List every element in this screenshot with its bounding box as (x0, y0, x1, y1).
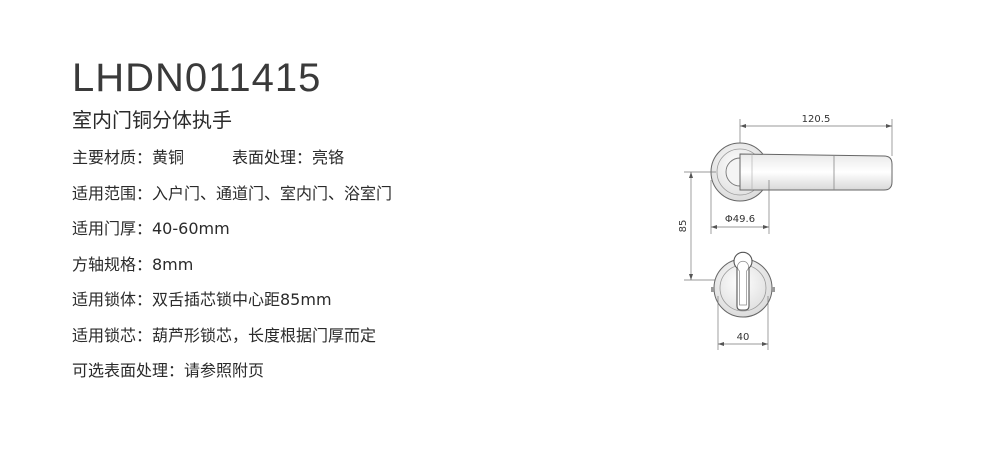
dim-escutcheon: 40 (717, 296, 769, 350)
dim-rose-diameter-label: Φ49.6 (725, 214, 755, 225)
dim-rose-diameter: Φ49.6 (710, 180, 770, 234)
spec-list: 主要材质：黄铜 表面处理：亮铬 适用范围：入户门、通道门、室内门、浴室门 适用门厚… (72, 148, 392, 397)
material-label: 主要材质： (72, 148, 153, 167)
spec-usage: 适用范围：入户门、通道门、室内门、浴室门 (72, 183, 393, 203)
spec-finish-options: 可选表面处理：请参照附页 (72, 361, 265, 380)
spec-door-thickness: 适用门厚：40-60mm (72, 219, 230, 238)
dim-escutcheon-label: 40 (737, 332, 750, 343)
dim-center-distance: 85 (678, 171, 716, 281)
spec-spindle: 方轴规格：8mm (72, 254, 194, 274)
dim-center-distance-label: 85 (678, 220, 689, 233)
product-name: 室内门铜分体执手 (72, 108, 232, 132)
technical-drawing-svg: 120.5 Φ49.6 (678, 114, 893, 350)
model-code: LHDN011415 (72, 56, 322, 100)
spec-lock-cylinder: 适用锁芯：葫芦形锁芯，长度根据门厚而定 (72, 325, 377, 345)
dim-length: 120.5 (739, 114, 893, 156)
lever-handle (739, 153, 893, 191)
keyhole-escutcheon (711, 251, 775, 318)
finish-value: 亮铬 (312, 148, 345, 167)
material-value: 黄铜 (152, 148, 185, 167)
dim-length-label: 120.5 (802, 114, 831, 125)
spec-material-finish: 主要材质：黄铜 表面处理：亮铬 (72, 148, 392, 184)
finish-label: 表面处理： (232, 148, 313, 167)
spec-lock-body: 适用锁体：双舌插芯锁中心距85mm (72, 290, 332, 309)
technical-drawing: 120.5 Φ49.6 (660, 110, 900, 360)
